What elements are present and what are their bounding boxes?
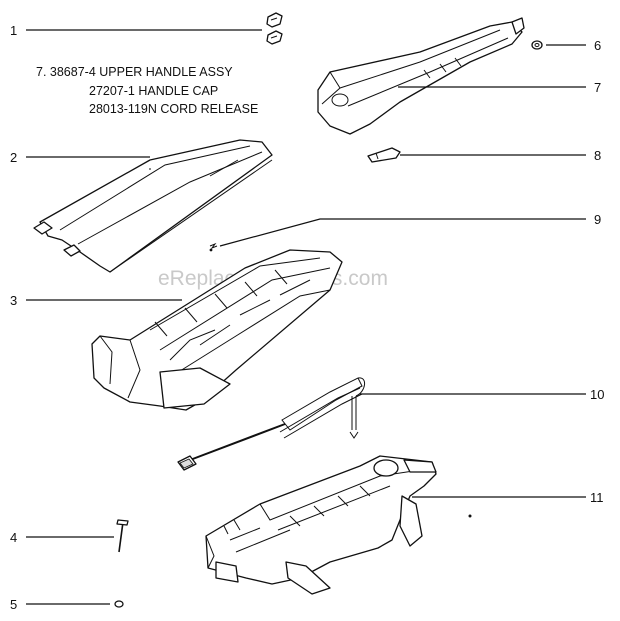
callout-3: 3 [10,293,17,308]
callout-1: 1 [10,23,17,38]
part-3-handle-body [91,249,343,411]
part-6-ring [531,40,543,50]
callout-8: 8 [594,148,601,163]
callout-6: 6 [594,38,601,53]
callout-4: 4 [10,530,17,545]
part-8-cord-release [367,147,401,163]
part-11-lower-handle [205,455,437,595]
callout-2: 2 [10,150,17,165]
part-4-screw [116,519,129,553]
part-5-washer [114,600,124,608]
callout-11: 11 [590,490,604,505]
note-handle-cap: 27207-1 HANDLE CAP [89,84,218,98]
part-1-clips [266,12,283,45]
leader-9 [219,218,586,247]
part-10-cord-harness [177,377,365,471]
note-upper-handle-assy: 7. 38687-4 UPPER HANDLE ASSY [36,65,233,79]
callout-9: 9 [594,212,601,227]
part-2-cover [33,139,273,273]
part-9-spring [209,242,218,252]
callout-10: 10 [590,387,604,402]
stray-dot [468,514,472,518]
part-7-upper-handle [317,17,525,135]
note-cord-release: 28013-119N CORD RELEASE [89,102,258,116]
callout-7: 7 [594,80,601,95]
callout-5: 5 [10,597,17,612]
